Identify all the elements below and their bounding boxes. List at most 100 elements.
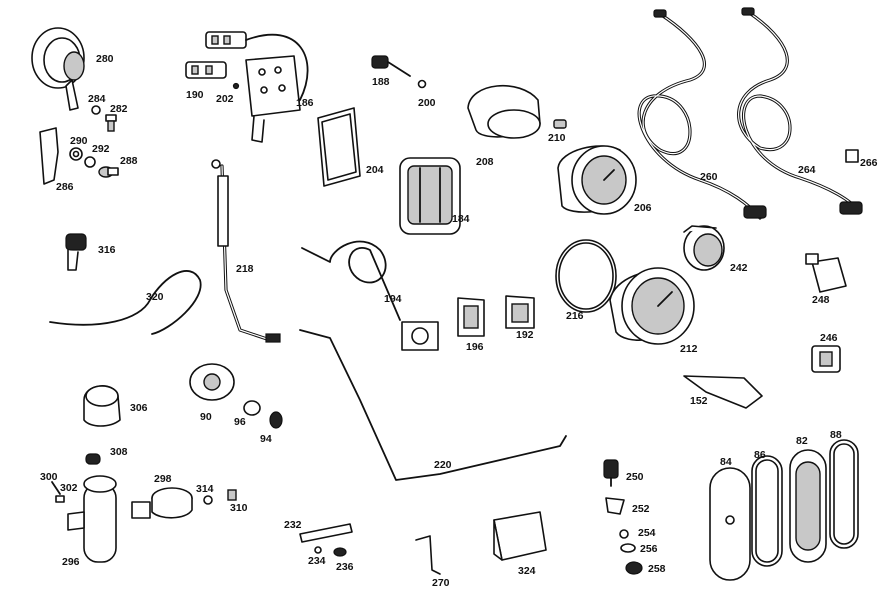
callout-286: 286 [56, 181, 74, 193]
callout-86: 86 [754, 449, 766, 461]
callout-186: 186 [296, 97, 314, 109]
bulb-210 [553, 119, 567, 129]
washer-234 [314, 546, 322, 554]
callout-298: 298 [154, 473, 172, 485]
cap-258 [625, 561, 643, 575]
callout-94: 94 [260, 433, 272, 445]
callout-256: 256 [640, 543, 658, 555]
lamp-housing-84 [709, 467, 751, 581]
callout-82: 82 [796, 435, 808, 447]
callout-194: 194 [384, 293, 402, 305]
callout-284: 284 [88, 93, 106, 105]
horn-bolt [105, 114, 117, 132]
callout-96: 96 [234, 416, 246, 428]
callout-288: 288 [120, 155, 138, 167]
rotor-96 [243, 400, 261, 416]
callout-212: 212 [680, 343, 698, 355]
gauge-212 [609, 267, 695, 345]
callout-216: 216 [566, 310, 584, 322]
cable-260 [637, 9, 767, 220]
switch-192 [505, 295, 535, 329]
callout-88: 88 [830, 429, 842, 441]
callout-202: 202 [216, 93, 234, 105]
nut-302 [55, 495, 65, 503]
callout-196: 196 [466, 341, 484, 353]
plate-266 [845, 149, 859, 163]
switch-250 [603, 459, 619, 487]
callout-208: 208 [476, 156, 494, 168]
connector-316 [65, 233, 87, 271]
washer-256 [620, 543, 636, 553]
callout-206: 206 [634, 202, 652, 214]
callout-314: 314 [196, 483, 214, 495]
nut-200 [417, 79, 427, 89]
cap-306 [83, 385, 121, 427]
callout-320: 320 [146, 291, 164, 303]
hood-208 [467, 84, 541, 139]
callout-296: 296 [62, 556, 80, 568]
clamp-298 [131, 487, 193, 519]
callout-242: 242 [730, 262, 748, 274]
callout-188: 188 [372, 76, 390, 88]
bracket-232 [299, 523, 353, 543]
callout-218: 218 [236, 263, 254, 275]
gasket-88 [829, 439, 859, 549]
distributor-cap-90 [189, 363, 235, 401]
bolt-300 [51, 481, 61, 495]
callout-316: 316 [98, 244, 116, 256]
horn [31, 27, 85, 111]
cap-94 [269, 411, 283, 429]
callout-234: 234 [308, 555, 326, 567]
gasket-204 [317, 107, 361, 187]
switch-188 [371, 55, 411, 77]
callout-290: 290 [70, 135, 88, 147]
callout-246: 246 [820, 332, 838, 344]
fuse-box-186 [245, 55, 301, 143]
coil-296 [67, 475, 117, 563]
callout-220: 220 [434, 459, 452, 471]
washer-314 [203, 495, 213, 505]
horn-washer [91, 105, 101, 115]
callout-250: 250 [626, 471, 644, 483]
nut-254 [619, 529, 629, 539]
lamp-housing-82 [789, 449, 827, 563]
wire-320 [49, 270, 202, 335]
callout-292: 292 [92, 143, 110, 155]
callout-310: 310 [230, 502, 248, 514]
callout-260: 260 [700, 171, 718, 183]
screw-310 [227, 489, 237, 501]
relay-246 [811, 345, 841, 373]
ring-216 [555, 239, 617, 313]
fuse-strip-190 [185, 61, 227, 79]
sender-194 [301, 240, 439, 351]
callout-266: 266 [860, 157, 878, 169]
callout-210: 210 [548, 132, 566, 144]
fuse-strip-top [205, 31, 247, 49]
washer-292 [84, 156, 96, 168]
gauge-242 [683, 225, 725, 271]
horn-bracket [39, 127, 59, 185]
switch-196 [457, 297, 485, 337]
callout-258: 258 [648, 563, 666, 575]
callout-200: 200 [418, 97, 436, 109]
callout-152: 152 [690, 395, 708, 407]
callout-324: 324 [518, 565, 536, 577]
clip-202 [232, 82, 240, 90]
washer-290 [69, 147, 83, 161]
bracket-270 [415, 535, 441, 575]
callout-280: 280 [96, 53, 114, 65]
gasket-86 [751, 455, 783, 567]
gauge-206 [557, 145, 637, 215]
callout-306: 306 [130, 402, 148, 414]
callout-300: 300 [40, 471, 58, 483]
callout-270: 270 [432, 577, 450, 589]
bracket-252 [605, 497, 625, 515]
instrument-cluster-184 [399, 157, 461, 235]
callout-264: 264 [798, 164, 816, 176]
cable-264 [737, 7, 863, 215]
callout-302: 302 [60, 482, 78, 494]
callout-282: 282 [110, 103, 128, 115]
rod-218 [211, 159, 281, 343]
